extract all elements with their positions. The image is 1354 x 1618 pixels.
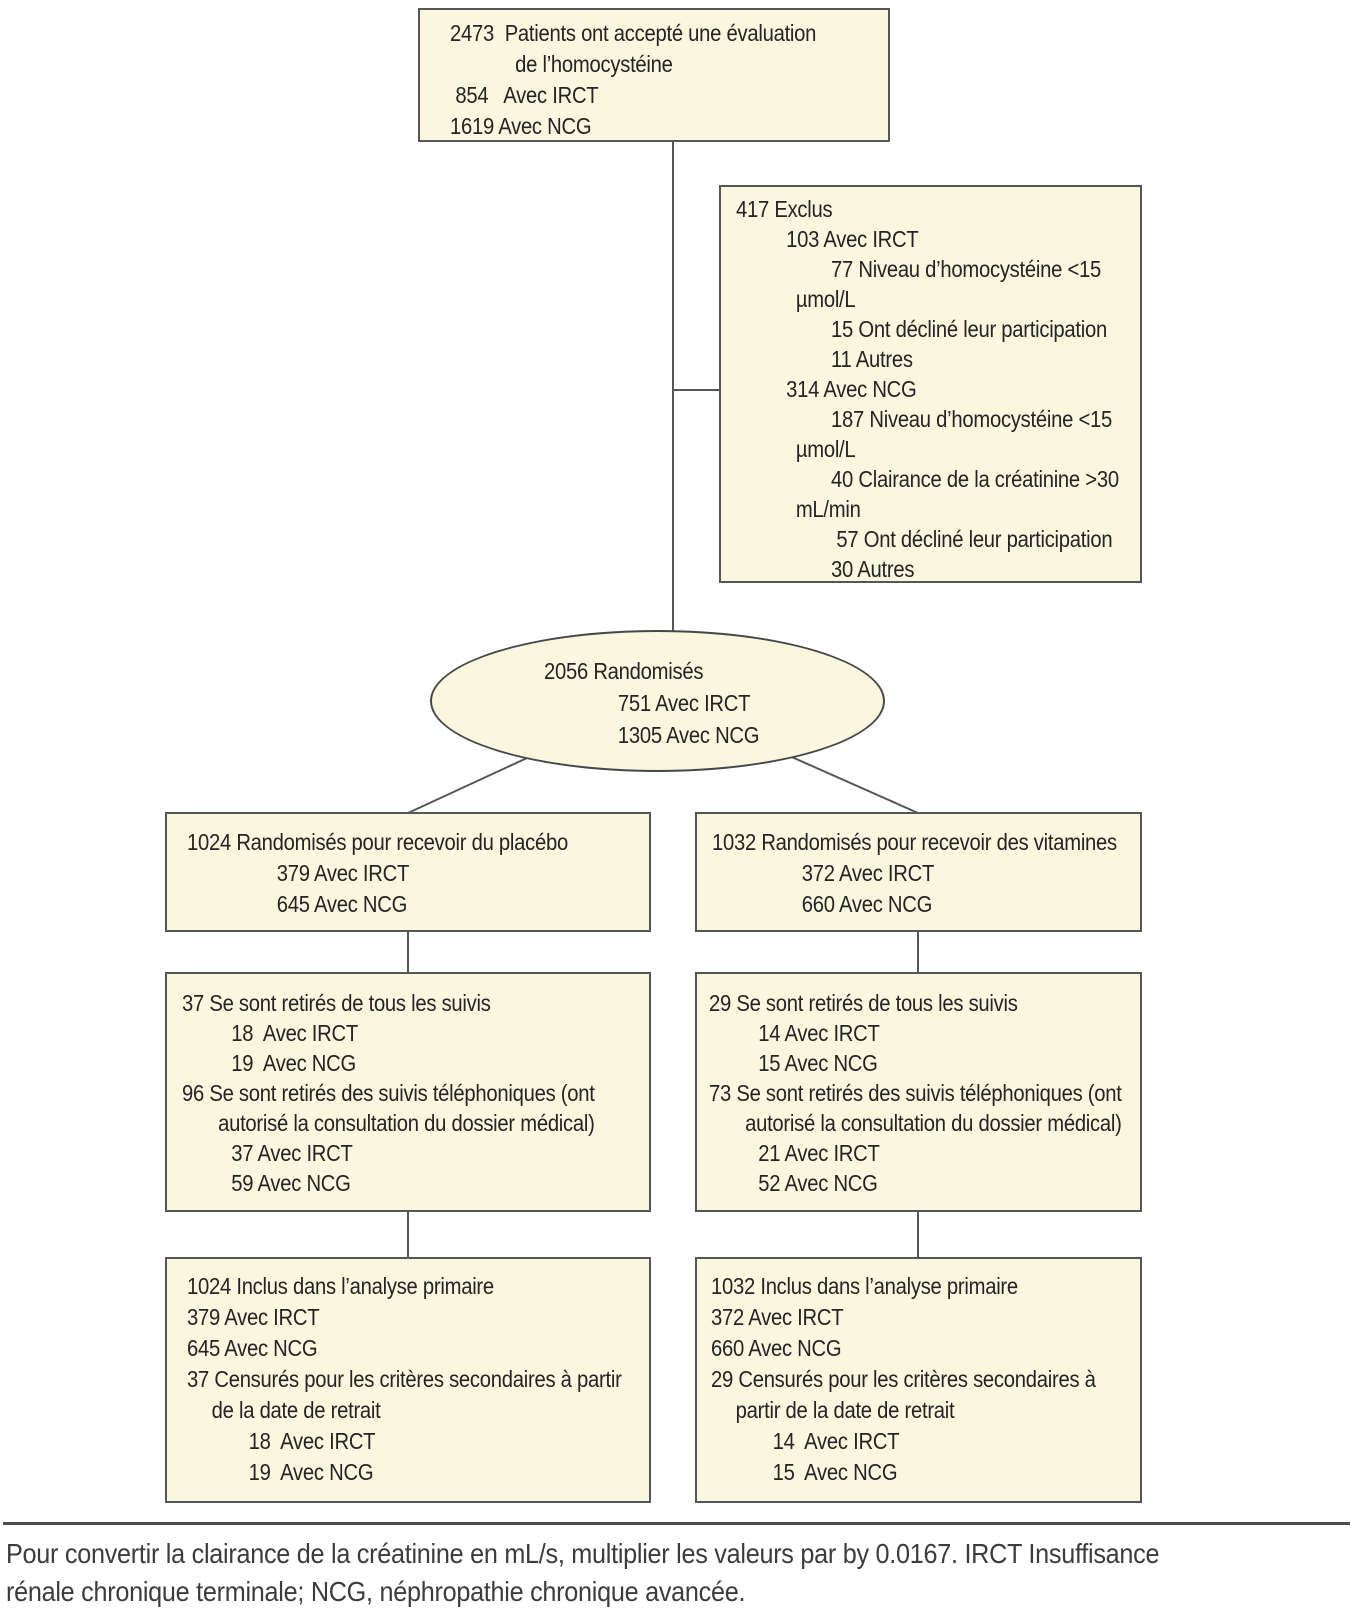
flow-line: 1024 Randomisés pour recevoir du placébo xyxy=(187,829,568,855)
flow-line: 40 Clairance de la créatinine >30 xyxy=(831,466,1119,492)
flow-line: 19 Avec NCG xyxy=(248,1459,374,1485)
flow-line: 1024 Inclus dans l’analyse primaire xyxy=(187,1273,494,1299)
flow-line: 19 Avec NCG xyxy=(231,1050,356,1076)
flow-line: 372 Avec IRCT xyxy=(711,1304,844,1330)
flow-line: µmol/L xyxy=(795,286,856,312)
flow-line: 37 Avec IRCT xyxy=(231,1140,353,1166)
flow-line: 18 Avec IRCT xyxy=(248,1428,376,1454)
flow-line: 29 Censurés pour les critères secondaire… xyxy=(711,1366,1096,1392)
flow-line: 1305 Avec NCG xyxy=(617,722,760,748)
flow-line: 15 Ont décliné leur participation xyxy=(831,316,1107,342)
flow-line: 18 Avec IRCT xyxy=(231,1020,358,1046)
flow-line: 96 Se sont retirés des suivis téléphoniq… xyxy=(182,1080,595,1106)
box-excluded: 417 Exclus 103 Avec IRCT 77 Niveau d’homoc… xyxy=(719,185,1142,583)
box-placebo-withdrawals: 37 Se sont retirés de tous les suivis 18 … xyxy=(165,972,651,1212)
flow-line: autorisé la consultation du dossier médi… xyxy=(745,1110,1122,1136)
box-vitamins-arm: 1032 Randomisés pour recevoir des vitami… xyxy=(695,812,1142,932)
flow-line: 73 Se sont retirés des suivis téléphoniq… xyxy=(709,1080,1122,1106)
footnote-line-1: Pour convertir la clairance de la créati… xyxy=(6,1538,1160,1569)
flow-line: 854 Avec IRCT xyxy=(450,82,599,108)
flow-line: 379 Avec IRCT xyxy=(187,1304,320,1330)
flow-line: 645 Avec NCG xyxy=(187,1335,318,1361)
flow-line: 314 Avec NCG xyxy=(786,376,917,402)
box-assessed: 2473 Patients ont accepté une évaluation… xyxy=(418,8,890,142)
flow-line: 15 Avec NCG xyxy=(758,1050,878,1076)
flow-line: 14 Avec IRCT xyxy=(772,1428,900,1454)
flow-line: 37 Se sont retirés de tous les suivis xyxy=(182,990,491,1016)
flow-line: 103 Avec IRCT xyxy=(786,226,919,252)
flow-line: 11 Autres xyxy=(831,346,913,372)
ellipse-randomized: 2056 Randomisés 751 Avec IRCT 1305 Avec NC… xyxy=(430,630,885,772)
flow-line: 77 Niveau d’homocystéine <15 xyxy=(831,256,1102,282)
flow-line: 645 Avec NCG xyxy=(276,891,408,917)
flow-line: 57 Ont décliné leur participation xyxy=(831,526,1113,552)
flow-line: autorisé la consultation du dossier médi… xyxy=(218,1110,595,1136)
flow-line: 29 Se sont retirés de tous les suivis xyxy=(709,990,1018,1016)
box-vitamins-withdrawals: 29 Se sont retirés de tous les suivis 14 … xyxy=(695,972,1142,1212)
flow-line: partir de la date de retrait xyxy=(735,1397,955,1423)
flow-line: 187 Niveau d’homocystéine <15 xyxy=(831,406,1112,432)
box-placebo-arm: 1024 Randomisés pour recevoir du placébo… xyxy=(165,812,651,932)
flow-line: de la date de retrait xyxy=(211,1397,381,1423)
flow-line: mL/min xyxy=(795,496,861,522)
flow-line: 30 Autres xyxy=(831,556,915,582)
flow-line: 15 Avec NCG xyxy=(772,1459,898,1485)
divider-rule xyxy=(3,1522,1350,1525)
flow-line: 1032 Inclus dans l’analyse primaire xyxy=(711,1273,1018,1299)
flow-line: 660 Avec NCG xyxy=(711,1335,842,1361)
connector-randomized-to-placebo xyxy=(407,751,541,814)
flow-line: 372 Avec IRCT xyxy=(801,860,935,886)
flow-line: 1619 Avec NCG xyxy=(450,113,592,139)
flow-line: 14 Avec IRCT xyxy=(758,1020,880,1046)
flow-line: 751 Avec IRCT xyxy=(617,690,751,716)
flow-line: 660 Avec NCG xyxy=(801,891,933,917)
flow-line: de l’homocystéine xyxy=(515,51,673,77)
connector-randomized-to-vitamins xyxy=(775,749,919,814)
flow-line: 52 Avec NCG xyxy=(758,1170,878,1196)
flow-line: µmol/L xyxy=(795,436,856,462)
flow-line: 379 Avec IRCT xyxy=(276,860,410,886)
flow-line: 1032 Randomisés pour recevoir des vitami… xyxy=(712,829,1117,855)
footnote-line-2: rénale chronique terminale; NCG, néphrop… xyxy=(6,1576,746,1607)
flow-line: 2473 Patients ont accepté une évaluation xyxy=(450,20,817,46)
flow-line: 59 Avec NCG xyxy=(231,1170,351,1196)
flow-line: 2056 Randomisés xyxy=(544,658,704,684)
flow-line: 21 Avec IRCT xyxy=(758,1140,880,1166)
footnote: Pour convertir la clairance de la créati… xyxy=(6,1535,1351,1611)
box-placebo-analysis: 1024 Inclus dans l’analyse primaire 379 A… xyxy=(165,1257,651,1503)
flow-line: 417 Exclus xyxy=(736,196,833,222)
box-vitamins-analysis: 1032 Inclus dans l’analyse primaire 372 A… xyxy=(695,1257,1142,1503)
flow-line: 37 Censurés pour les critères secondaire… xyxy=(187,1366,622,1392)
